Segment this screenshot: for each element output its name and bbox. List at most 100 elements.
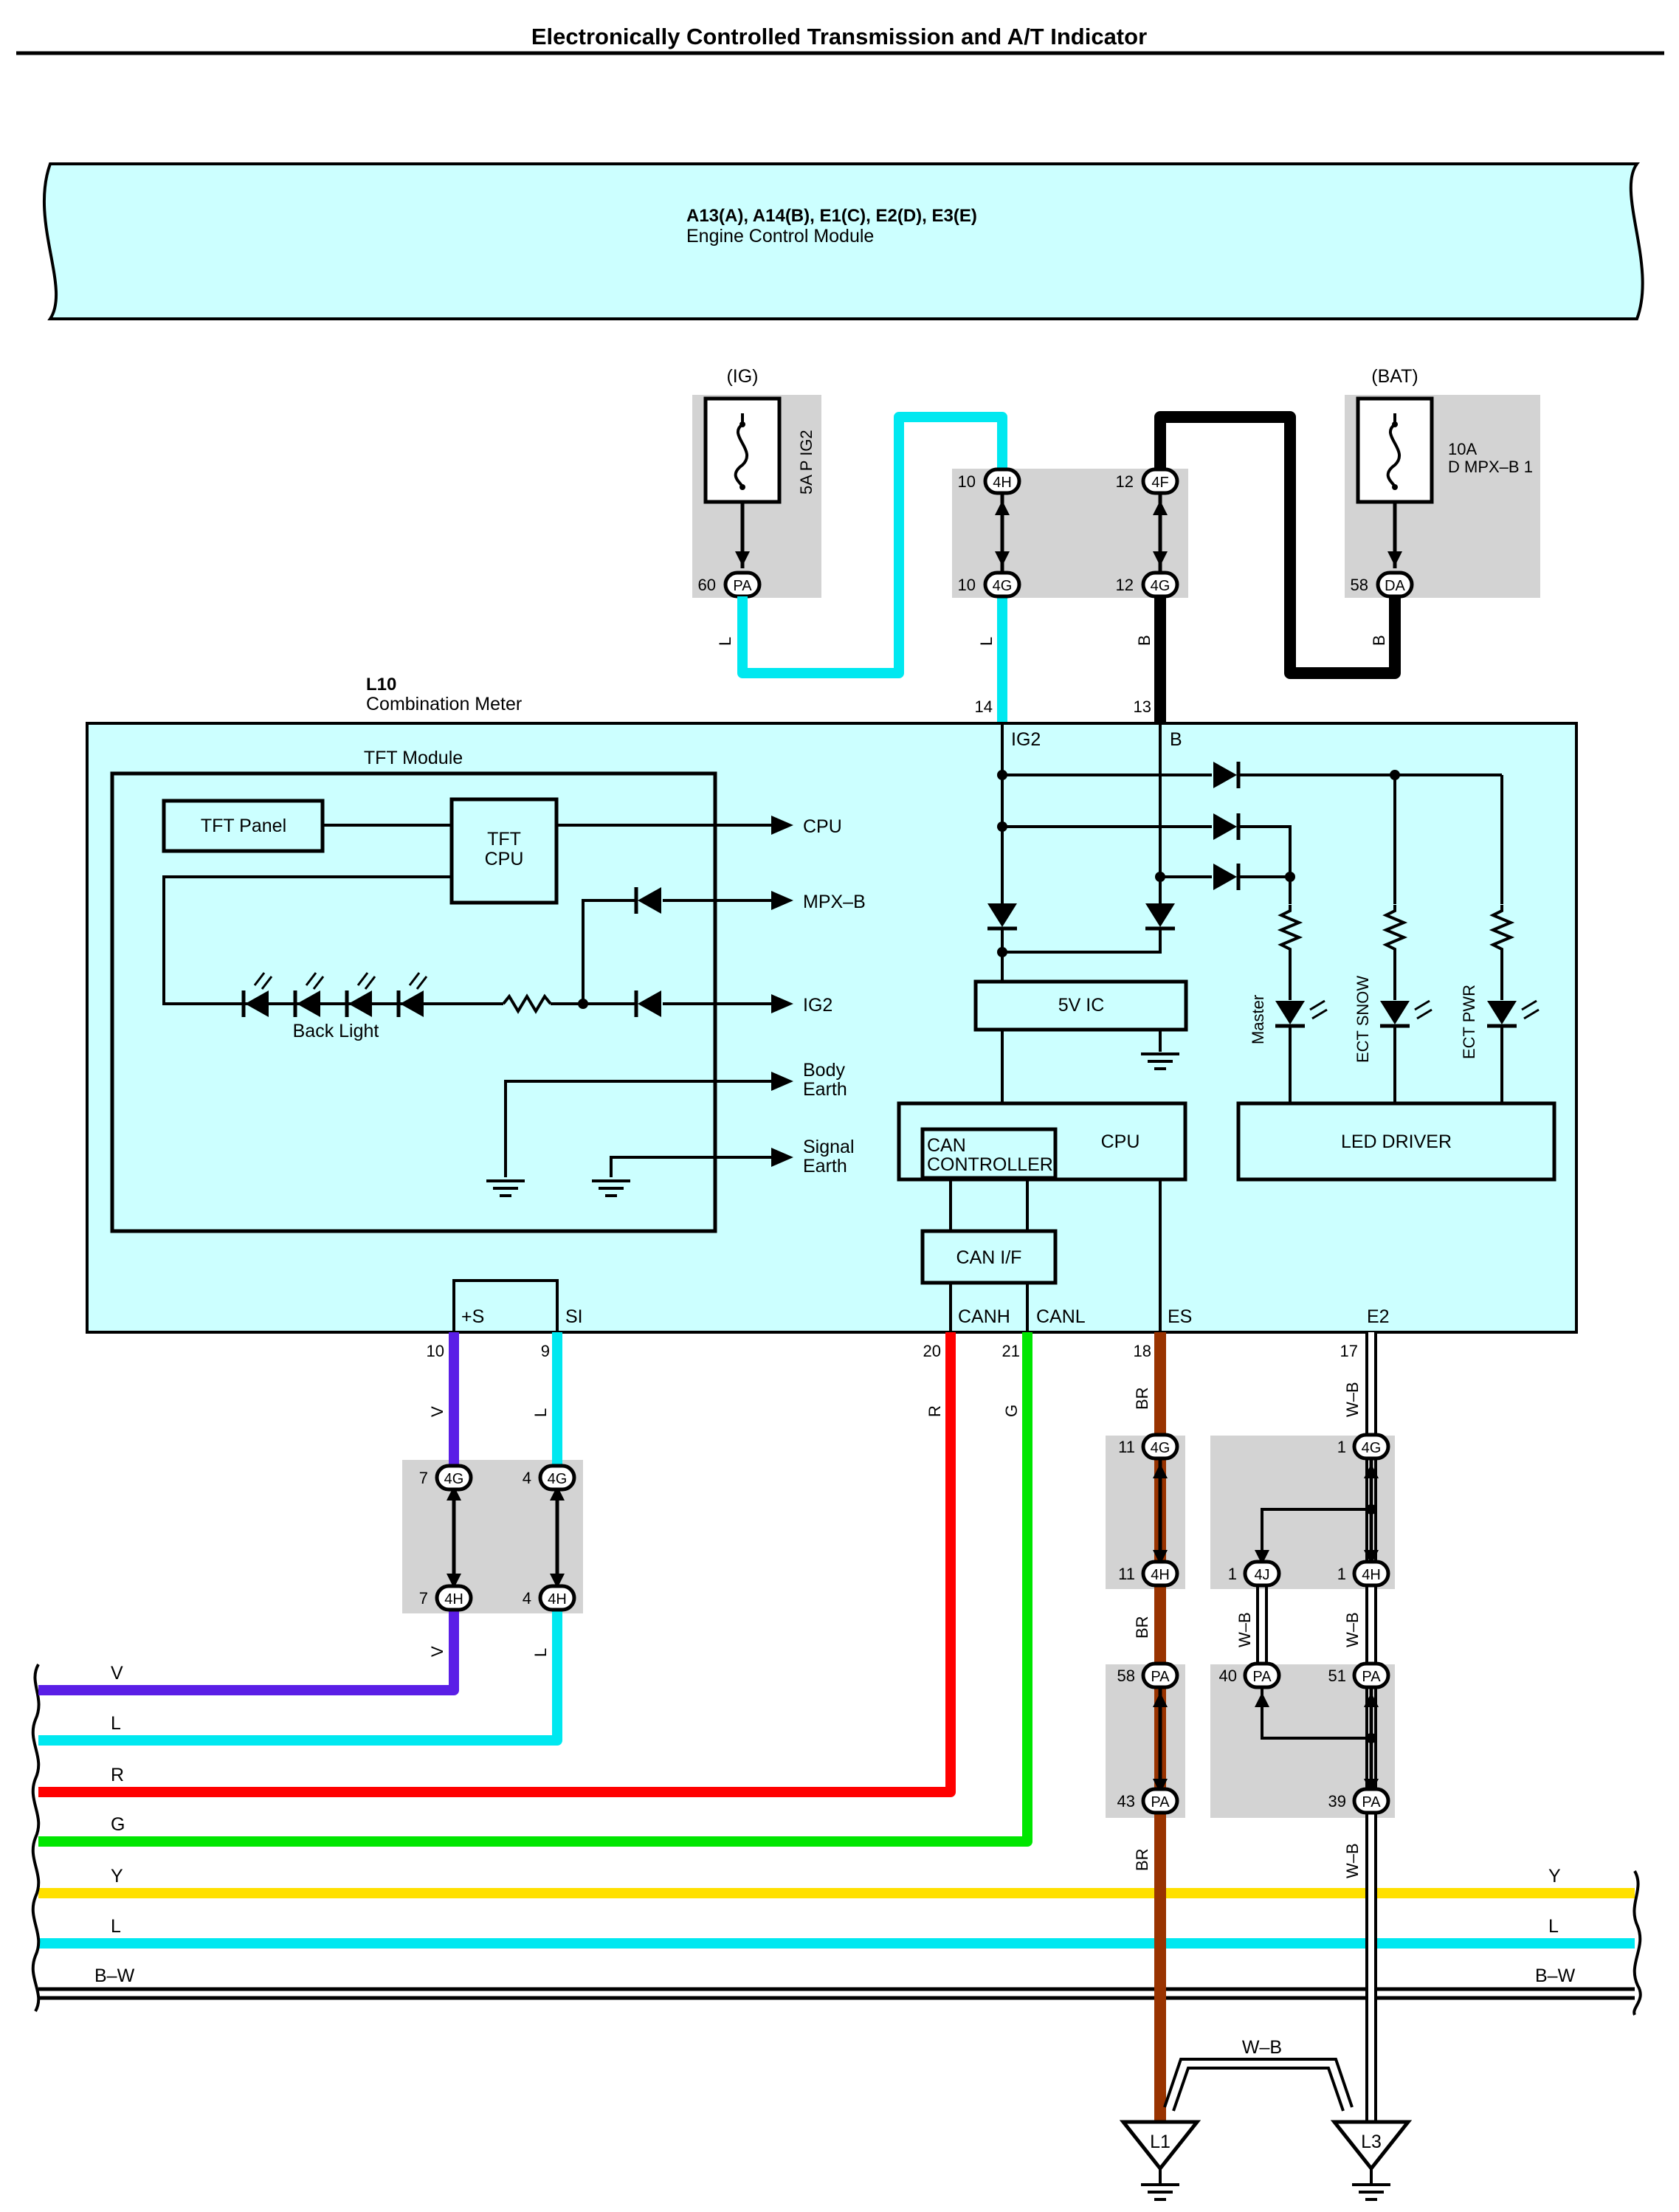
jwb-pin-6: 39 bbox=[1328, 1792, 1346, 1810]
led-driver: LED DRIVER bbox=[1341, 1131, 1452, 1152]
term-es: ES bbox=[1168, 1306, 1192, 1327]
jbr-pin-2: 11 bbox=[1118, 1565, 1135, 1583]
jl-conn-2: 4G bbox=[548, 1471, 568, 1487]
jt-conn-2: 4F bbox=[1151, 475, 1168, 491]
wb-jumper: W–B bbox=[1242, 2037, 1282, 2058]
jl-conn-3: 4H bbox=[444, 1591, 463, 1608]
signal-mpx-b: MPX–B bbox=[803, 892, 866, 912]
bus-y: Y bbox=[111, 1866, 123, 1887]
meter-pin-14: 14 bbox=[975, 697, 993, 716]
jl-conn-4: 4H bbox=[548, 1591, 567, 1608]
jt-pin-3: 10 bbox=[958, 576, 976, 594]
connectors-bottom: 4G 4G 4H 4H 7 4 7 4 4G 4H PA PA 11 11 58… bbox=[419, 1435, 1388, 1813]
wl-wb-lower: W–B bbox=[1343, 1843, 1362, 1878]
wl-l-lower: L bbox=[531, 1648, 550, 1657]
jbr-pin-1: 11 bbox=[1118, 1438, 1135, 1456]
led-ect-pwr: ECT PWR bbox=[1460, 985, 1478, 1059]
bus-r: R bbox=[111, 1765, 124, 1785]
bus-g: G bbox=[111, 1814, 125, 1835]
cpu-label: CPU bbox=[1101, 1131, 1140, 1152]
jt-pin-1: 10 bbox=[958, 472, 976, 491]
led-ect-snow: ECT SNOW bbox=[1354, 976, 1372, 1063]
signal-body-earth: Earth bbox=[803, 1079, 847, 1100]
wl-wb-mid: W–B bbox=[1343, 1612, 1362, 1647]
ecm-block: A13(A), A14(B), E1(C), E2(D), E3(E) Engi… bbox=[43, 162, 1644, 320]
fuse-ig-label: (IG) bbox=[726, 366, 758, 387]
wl-v-lower: V bbox=[428, 1646, 447, 1657]
wire-g bbox=[38, 1332, 1032, 1847]
pin-9: 9 bbox=[541, 1342, 550, 1360]
jt-wire-l: L bbox=[977, 637, 996, 646]
wire-l-fuse-to-junction bbox=[737, 412, 1007, 678]
term-canh: CANH bbox=[958, 1306, 1010, 1327]
jl-pin-1: 7 bbox=[419, 1469, 428, 1487]
can-controller-1: CAN bbox=[927, 1135, 966, 1156]
tft-panel: TFT Panel bbox=[201, 816, 286, 836]
can-controller-2: CONTROLLER bbox=[927, 1154, 1053, 1175]
fuse-ig-wire: L bbox=[716, 637, 734, 646]
jbr-conn-3: PA bbox=[1151, 1669, 1170, 1685]
signal-cpu: CPU bbox=[803, 816, 842, 837]
jwb-conn-6: PA bbox=[1362, 1794, 1381, 1810]
wire-l-lower bbox=[38, 1598, 562, 1746]
junction-top-internals: 4H 4F 4G 4G 10 12 10 12 L B bbox=[958, 469, 1177, 646]
wl-br-upper: BR bbox=[1133, 1387, 1151, 1410]
bus-bw: B–W bbox=[94, 1965, 135, 1986]
jbr-pin-3: 58 bbox=[1117, 1667, 1135, 1685]
fuse-ig-pin: 60 bbox=[698, 576, 716, 594]
wl-v-upper: V bbox=[428, 1406, 447, 1417]
meter-term-ig2: IG2 bbox=[1011, 729, 1041, 750]
fuse-bat-wire: B bbox=[1370, 635, 1388, 646]
jwb-pin-3: 1 bbox=[1337, 1565, 1346, 1583]
bus-l2: L bbox=[111, 1916, 121, 1937]
combination-meter: L10 Combination Meter 14 13 IG2 B TFT Mo… bbox=[86, 675, 1578, 1334]
fuse-bat-rating: 10A bbox=[1448, 440, 1477, 458]
fuse-ig-conn: PA bbox=[733, 578, 752, 594]
bus-l: L bbox=[111, 1713, 121, 1734]
pin-20: 20 bbox=[923, 1342, 941, 1360]
wire-labels: V L R G BR W–B V L BR BR W–B W–B W–B bbox=[428, 1382, 1362, 1878]
fuse-ig-name: 5A P IG2 bbox=[797, 430, 816, 495]
signal-body: Body bbox=[803, 1060, 845, 1081]
led-master: Master bbox=[1249, 995, 1267, 1044]
ground-l1: L1 bbox=[1119, 2120, 1201, 2201]
jwb-pin-4: 40 bbox=[1219, 1667, 1237, 1685]
led-section: Master ECT SNOW ECT PWR LED DRIVER bbox=[1002, 762, 1556, 1182]
jwb-pin-2: 1 bbox=[1228, 1565, 1237, 1583]
wl-g: G bbox=[1002, 1405, 1021, 1417]
jl-conn-1: 4G bbox=[444, 1471, 464, 1487]
jl-pin-3: 7 bbox=[419, 1589, 428, 1608]
jbr-conn-1: 4G bbox=[1151, 1440, 1171, 1456]
fuse-bat-pin: 58 bbox=[1351, 576, 1368, 594]
ground-l1-label: L1 bbox=[1150, 2132, 1171, 2152]
meter-id: L10 bbox=[366, 675, 396, 695]
jt-conn-4: 4G bbox=[1151, 578, 1171, 594]
jl-pin-2: 4 bbox=[523, 1469, 531, 1487]
jt-pin-4: 12 bbox=[1116, 576, 1134, 594]
ground-l3-label: L3 bbox=[1361, 2132, 1382, 2152]
page-title: Electronically Controlled Transmission a… bbox=[531, 24, 1147, 49]
wl-wb-upper: W–B bbox=[1343, 1382, 1362, 1417]
jl-pin-4: 4 bbox=[523, 1589, 531, 1608]
jt-conn-3: 4G bbox=[993, 578, 1013, 594]
signal-signal: Signal bbox=[803, 1137, 855, 1157]
jwb-conn-4: PA bbox=[1252, 1669, 1272, 1685]
jt-pin-2: 12 bbox=[1116, 472, 1134, 491]
bus-v: V bbox=[111, 1663, 123, 1684]
wire-b-fuse-to-junction bbox=[1154, 411, 1401, 679]
jwb-conn-1: 4G bbox=[1362, 1440, 1382, 1456]
fuse-ig: PA 60 (IG) 5A P IG2 L bbox=[692, 366, 821, 646]
tft-cpu-1: TFT bbox=[487, 829, 521, 850]
bus-y-right: Y bbox=[1548, 1866, 1561, 1887]
jwb-pin-5: 51 bbox=[1328, 1667, 1346, 1685]
ecm-connectors: A13(A), A14(B), E1(C), E2(D), E3(E) bbox=[686, 206, 977, 226]
jwb-pin-1: 1 bbox=[1337, 1438, 1346, 1456]
wl-br-lower: BR bbox=[1133, 1848, 1151, 1871]
fuse-bat-name: D MPX–B 1 bbox=[1448, 458, 1533, 476]
tft-module: TFT Module TFT Panel TFT CPU CPU Bac bbox=[110, 748, 866, 1233]
jbr-pin-4: 43 bbox=[1117, 1792, 1135, 1810]
pin-10: 10 bbox=[427, 1342, 444, 1360]
wl-r: R bbox=[925, 1405, 944, 1417]
bus-bw-right: B–W bbox=[1535, 1965, 1576, 1986]
